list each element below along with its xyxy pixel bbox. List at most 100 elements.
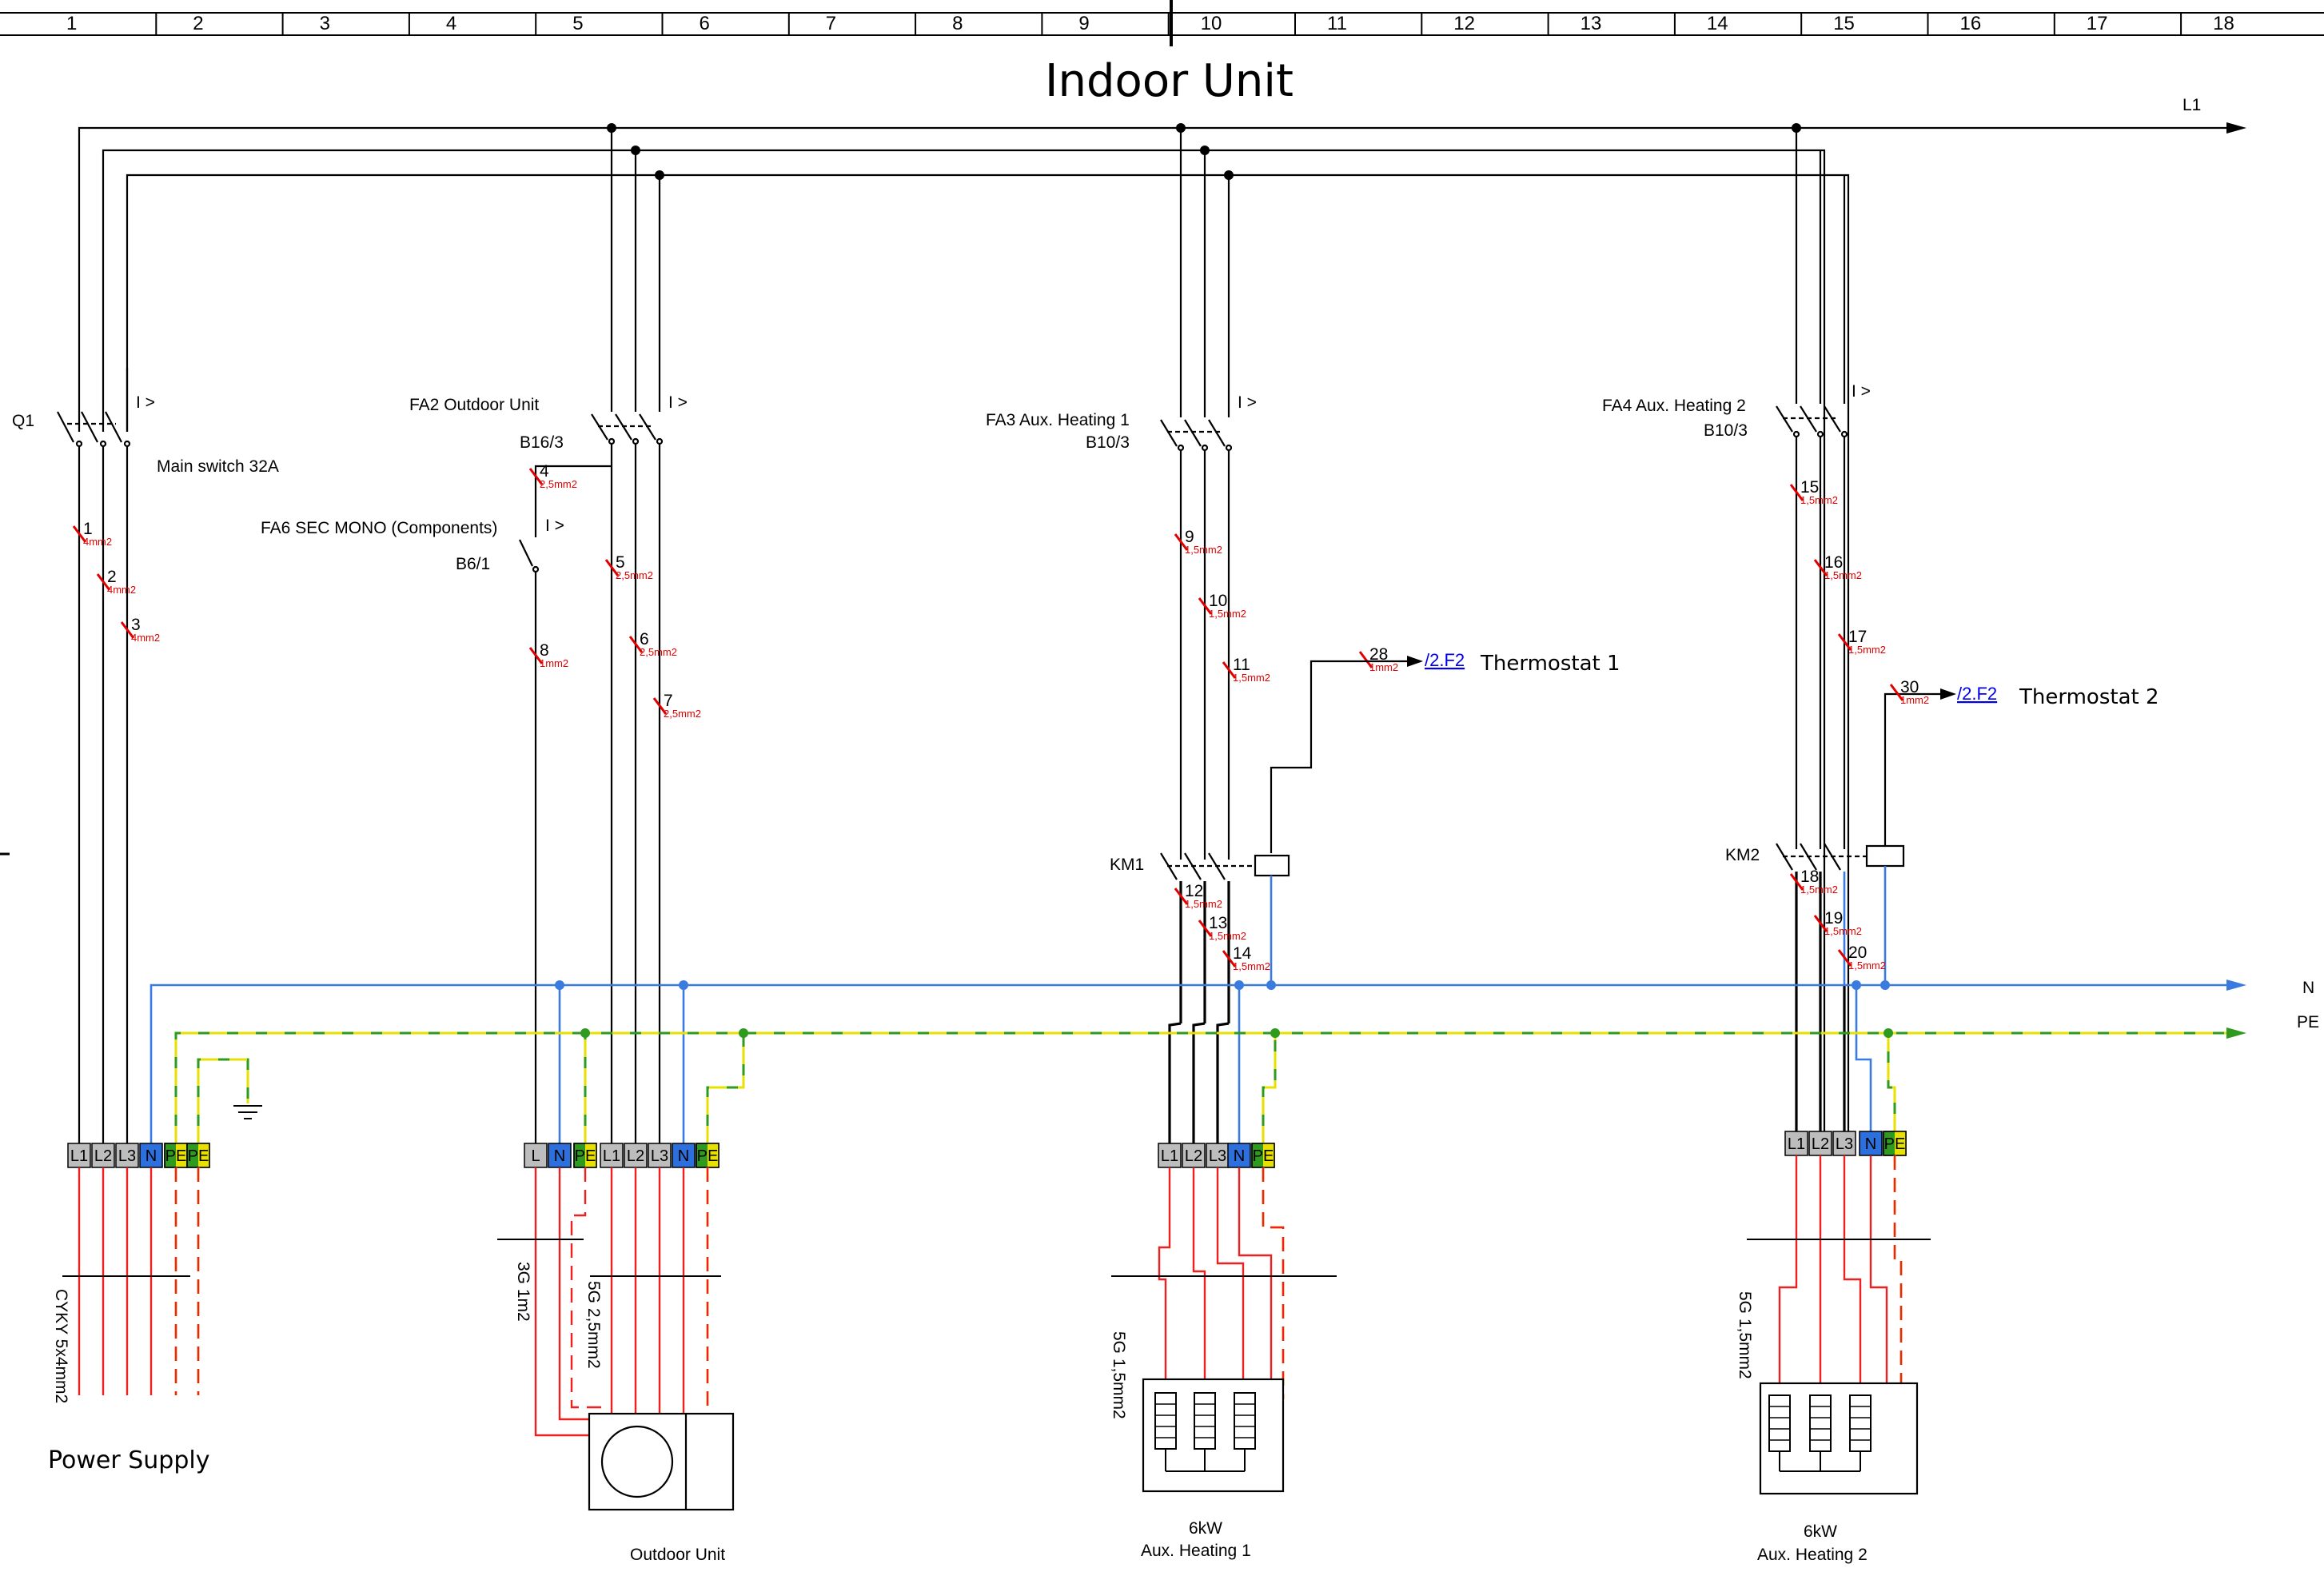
terminal-label: PE xyxy=(697,1147,719,1165)
cable-aux1-label: 5G 1,5mm2 xyxy=(1110,1331,1128,1419)
terminal-label: L1 xyxy=(70,1147,88,1165)
terminal-label: L2 xyxy=(1812,1135,1829,1153)
terminal-label: L2 xyxy=(94,1147,112,1165)
terminal-label: L1 xyxy=(1788,1135,1805,1153)
breaker-fa3 xyxy=(1160,128,1359,860)
wire-number: 4 xyxy=(540,462,549,481)
fa4-label: FA4 Aux. Heating 2 xyxy=(1602,397,1746,415)
breaker-fa4 xyxy=(1776,128,1919,849)
wire-size: 4mm2 xyxy=(107,584,136,596)
wire-size: 1,5mm2 xyxy=(1848,644,1886,656)
bus-label-n: N xyxy=(2302,979,2314,997)
wire-marker: 72,5mm2 xyxy=(652,692,701,720)
wire-number: 12 xyxy=(1185,882,1203,900)
ruler-cell-label: 1 xyxy=(66,13,77,34)
ruler-cell-label: 3 xyxy=(320,13,330,34)
wire-number: 9 xyxy=(1185,528,1194,546)
fa4-overcurrent: I > xyxy=(1852,382,1871,401)
wire-marker: 52,5mm2 xyxy=(604,553,653,581)
fa6-label: FA6 SEC MONO (Components) xyxy=(261,519,497,537)
km2-label: KM2 xyxy=(1725,846,1760,864)
wire-marker: 121,5mm2 xyxy=(1174,882,1222,910)
wire-size: 1,5mm2 xyxy=(1185,898,1222,910)
wire-size: 1mm2 xyxy=(540,657,568,669)
ruler-cell-label: 17 xyxy=(2087,13,2108,34)
wire-number: 16 xyxy=(1824,553,1843,572)
ruler-cell-label: 13 xyxy=(1581,13,1602,34)
terminal-label: L2 xyxy=(627,1147,644,1165)
wire-size: 1mm2 xyxy=(1369,661,1398,673)
terminal-label: L2 xyxy=(1185,1147,1202,1165)
wire-number: 2 xyxy=(107,568,117,586)
pe-bus xyxy=(174,1027,2246,1143)
thermostat-2-link[interactable]: /2.F2 xyxy=(1957,684,1997,704)
fa6-overcurrent: I > xyxy=(545,517,564,535)
wire-size: 1,5mm2 xyxy=(1848,960,1886,972)
wire-size: 2,5mm2 xyxy=(664,708,701,720)
wire-size: 1,5mm2 xyxy=(1233,960,1270,972)
wire-marker: 131,5mm2 xyxy=(1198,914,1246,942)
terminal-label: L3 xyxy=(1209,1147,1226,1165)
wire-size: 1,5mm2 xyxy=(1233,672,1270,684)
terminal-label: N xyxy=(554,1147,565,1165)
neutral-bus xyxy=(149,980,2246,1143)
thermostat-2-ref xyxy=(1919,688,1956,700)
ruler-cell-label: 8 xyxy=(952,13,963,34)
wire-number: 19 xyxy=(1824,909,1843,928)
ruler-cell-label: 12 xyxy=(1453,13,1475,34)
wire-number: 18 xyxy=(1800,868,1819,886)
wire-number: 3 xyxy=(131,616,141,634)
aux-heating-1-symbol xyxy=(1142,1378,1285,1493)
terminal-label: L1 xyxy=(1161,1147,1178,1165)
wire-number: 7 xyxy=(664,692,673,710)
wire-size: 1,5mm2 xyxy=(1824,925,1862,937)
outdoor-unit-symbol xyxy=(588,1412,735,1511)
breaker-fa6 xyxy=(519,516,540,1143)
contactor-km1 xyxy=(1160,852,1290,1143)
terminal-label: L3 xyxy=(651,1147,668,1165)
terminal-label: N xyxy=(678,1147,689,1165)
wire-number: 11 xyxy=(1233,656,1250,674)
ruler-cell-label: 18 xyxy=(2213,13,2234,34)
wire-number: 13 xyxy=(1209,914,1227,932)
fa6-rating: B6/1 xyxy=(456,555,490,573)
terminal-label: L3 xyxy=(118,1147,136,1165)
fa4-rating: B10/3 xyxy=(1704,421,1748,440)
wire-size: 4mm2 xyxy=(131,632,160,644)
thermostat-1-link[interactable]: /2.F2 xyxy=(1425,650,1465,670)
wire-size: 1mm2 xyxy=(1900,694,1929,706)
wire-number: 30 xyxy=(1900,678,1919,696)
supply-wires xyxy=(78,446,129,1143)
wire-size: 1,5mm2 xyxy=(1800,884,1838,896)
wire-number: 1 xyxy=(83,520,93,538)
terminal-label: PE xyxy=(1884,1135,1906,1153)
ruler-cell-label: 11 xyxy=(1327,13,1347,34)
wire-marker: 191,5mm2 xyxy=(1813,909,1862,937)
wire-number: 20 xyxy=(1848,944,1867,962)
thermostat-1-label: Thermostat 1 xyxy=(1480,652,1620,676)
wire-number: 6 xyxy=(640,630,649,648)
wire-marker: 101,5mm2 xyxy=(1198,592,1246,620)
q1-overcurrent: I > xyxy=(136,393,155,412)
fa3-overcurrent: I > xyxy=(1238,393,1257,412)
km1-label: KM1 xyxy=(1110,856,1144,874)
wire-size: 1,5mm2 xyxy=(1824,569,1862,581)
wire-marker: 181,5mm2 xyxy=(1789,868,1838,896)
q1-desc: Main switch 32A xyxy=(157,457,279,476)
thermostat-1-ref xyxy=(1359,656,1423,667)
fa2-overcurrent: I > xyxy=(668,393,688,412)
aux-heating-1-name: Aux. Heating 1 xyxy=(1141,1542,1251,1560)
wire-size: 1,5mm2 xyxy=(1800,494,1838,506)
wire-number: 5 xyxy=(616,553,625,572)
wire-size: 2,5mm2 xyxy=(640,646,677,658)
terminal-label: L3 xyxy=(1836,1135,1853,1153)
wire-marker: 171,5mm2 xyxy=(1837,628,1886,656)
wire-size: 1,5mm2 xyxy=(1185,544,1222,556)
